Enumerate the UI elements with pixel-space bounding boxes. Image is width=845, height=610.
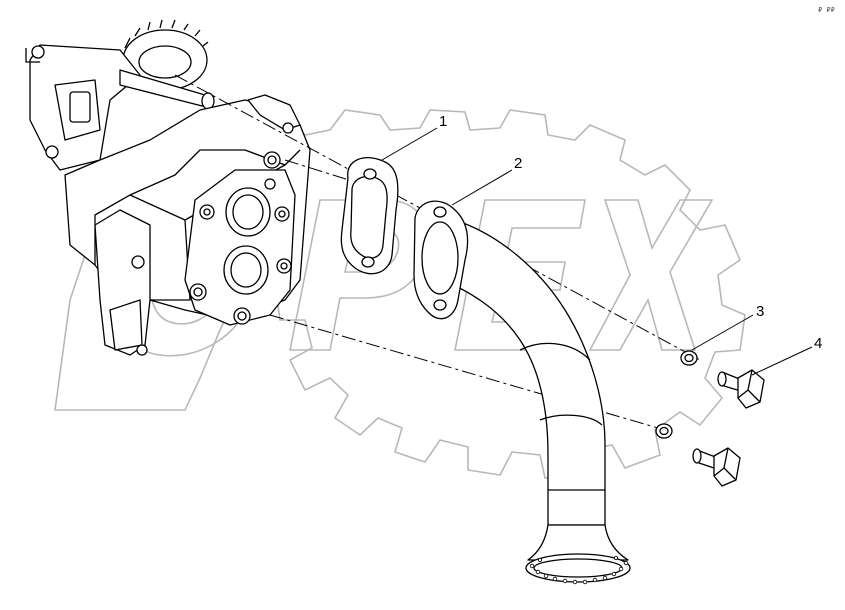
washer-lower [655, 423, 673, 439]
lower-bore [223, 245, 269, 295]
strainer-holes [529, 556, 629, 585]
watermark-gear-outline [54, 109, 746, 479]
leader-3 [691, 314, 754, 351]
leader-4 [751, 346, 813, 376]
washer-upper [680, 350, 698, 366]
suction-pipe [413, 200, 631, 585]
bolt-lower [692, 447, 741, 487]
oil-pump-assembly [25, 19, 311, 356]
callout-1: 1 [439, 113, 447, 130]
reference-code: ₽ ₽₽ [818, 6, 835, 14]
drive-gear [122, 19, 209, 91]
callout-2: 2 [514, 155, 522, 172]
washers [655, 350, 698, 439]
gasket [340, 157, 399, 275]
callout-4: 4 [814, 335, 822, 352]
watermark-letter-x [588, 199, 714, 351]
bolts [692, 369, 765, 487]
strainer-bell [527, 524, 629, 561]
pipe-body [429, 219, 606, 526]
callout-3: 3 [756, 303, 764, 320]
upper-bore [225, 187, 271, 237]
bolt-upper [717, 369, 765, 409]
leader-2 [451, 169, 513, 206]
cover-bolts [189, 151, 292, 325]
leader-1 [381, 127, 438, 161]
callout-leaders [381, 127, 813, 376]
